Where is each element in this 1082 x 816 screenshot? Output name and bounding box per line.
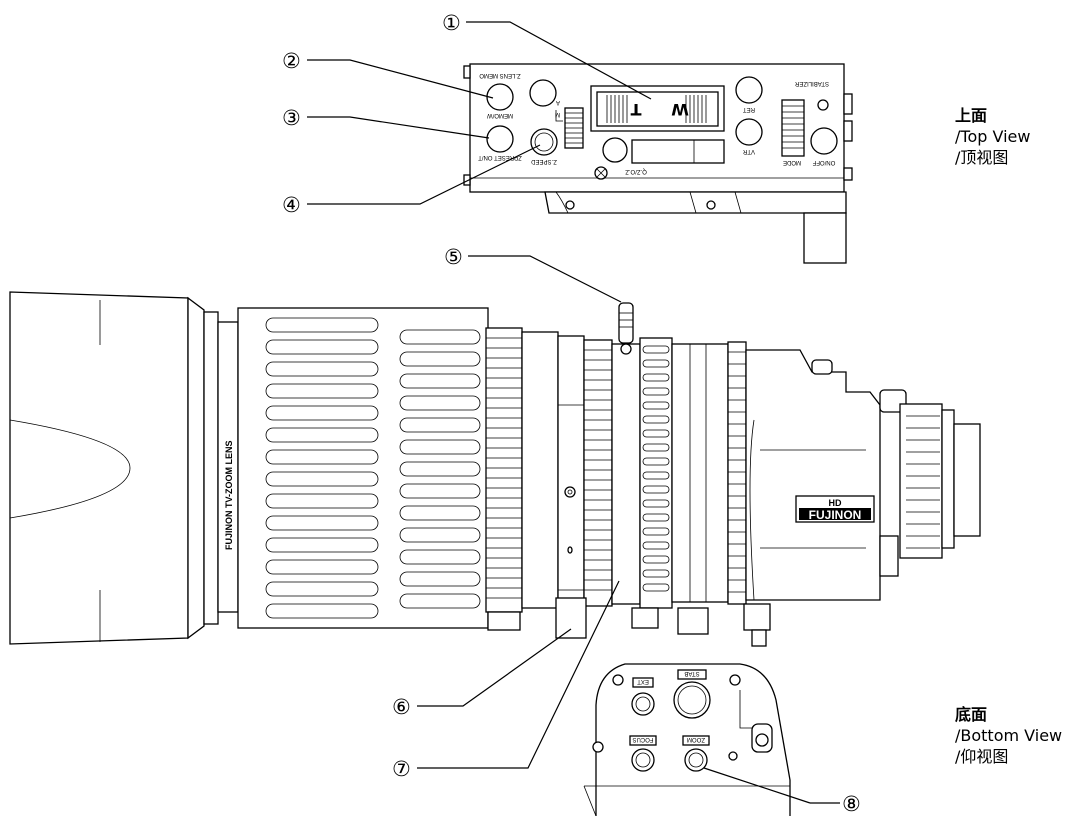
bottom-view-en: /Bottom View bbox=[955, 726, 1062, 745]
ext-label: EXT bbox=[637, 678, 649, 684]
window-ribbing-left bbox=[606, 95, 628, 123]
leader-lines bbox=[307, 21, 840, 804]
vtr-label: VTR bbox=[742, 148, 755, 154]
focus-button[interactable] bbox=[631, 748, 655, 772]
shuttle-lever[interactable] bbox=[618, 302, 634, 344]
bottom-view-unit: EXT STAB FOCUS ZOOM bbox=[583, 663, 791, 816]
bottom-view-label: 底面 /Bottom View /仰视图 bbox=[955, 705, 1062, 766]
mode-label: MODE bbox=[783, 159, 801, 165]
left-roller-ridges bbox=[565, 112, 583, 144]
lens-hood bbox=[9, 291, 189, 645]
top-view-label: 上面 /Top View /顶视图 bbox=[955, 106, 1030, 167]
callout-5: ⑤ bbox=[444, 245, 463, 269]
focus-ring-knurl bbox=[486, 337, 522, 599]
rear-ring-knurl bbox=[728, 351, 746, 593]
zpreset-label: ZPRESET ON/T bbox=[478, 154, 522, 160]
top-view-title: 上面 bbox=[955, 106, 987, 125]
onoff-label: ON/OFF bbox=[812, 159, 835, 165]
window-ribbing-right bbox=[685, 95, 707, 123]
grip-ribs bbox=[265, 317, 481, 619]
stabilizer-label: STABILIZER bbox=[794, 80, 829, 86]
bottom-view-title: 底面 bbox=[955, 705, 987, 724]
zspeed-label: Z.SPEED bbox=[531, 158, 557, 164]
callout-1: ① bbox=[442, 11, 461, 35]
bottom-view-cn: /仰视图 bbox=[955, 747, 1008, 766]
window-w-label: W bbox=[671, 100, 689, 119]
zoom-ring-knurl bbox=[584, 349, 612, 591]
ret-label: RET bbox=[743, 106, 755, 112]
window-t-label: T bbox=[630, 100, 641, 119]
aux-button-left[interactable] bbox=[529, 79, 557, 107]
callout-8: ⑧ bbox=[842, 792, 861, 816]
mount-ring-knurl bbox=[906, 415, 940, 549]
qz-button[interactable] bbox=[602, 137, 628, 163]
vtr-button[interactable] bbox=[735, 118, 763, 146]
callout-2: ② bbox=[282, 49, 301, 73]
logo-top-text: HD bbox=[829, 498, 842, 508]
top-view-en: /Top View bbox=[955, 127, 1030, 146]
zlens-memo-label: Z.LENS MEMO bbox=[479, 72, 521, 78]
callout-4: ④ bbox=[282, 193, 301, 217]
switch-a-label: A bbox=[556, 99, 560, 105]
logo-text: FUJINON bbox=[809, 508, 862, 522]
callout-6: ⑥ bbox=[392, 695, 411, 719]
zoom-button[interactable] bbox=[684, 748, 708, 772]
iris-ring-slots bbox=[642, 345, 670, 592]
focus-label: FOCUS bbox=[633, 736, 654, 742]
stab-label: STAB bbox=[684, 670, 699, 676]
top-view-cn: /顶视图 bbox=[955, 148, 1008, 167]
ext-button[interactable] bbox=[631, 692, 655, 716]
lens-model-text: FUJINON TV-ZOOM LENS bbox=[224, 440, 234, 550]
qz-label: Q.Z/O.Z bbox=[625, 168, 647, 174]
switch-m-label: M bbox=[555, 111, 560, 117]
memo-w-label: MEMO/W bbox=[487, 112, 513, 118]
lens-body: FUJINON TV-ZOOM LENS bbox=[9, 291, 981, 647]
top-view-unit: W T M A bbox=[463, 63, 853, 264]
zpreset-button[interactable] bbox=[486, 125, 514, 153]
callout-3: ③ bbox=[282, 106, 301, 130]
ret-button[interactable] bbox=[735, 76, 763, 104]
stab-button[interactable] bbox=[673, 681, 711, 719]
callout-7: ⑦ bbox=[392, 757, 411, 781]
right-roller-ridges bbox=[782, 105, 804, 149]
onoff-button[interactable] bbox=[810, 127, 838, 155]
zoom-label: ZOOM bbox=[687, 736, 705, 742]
